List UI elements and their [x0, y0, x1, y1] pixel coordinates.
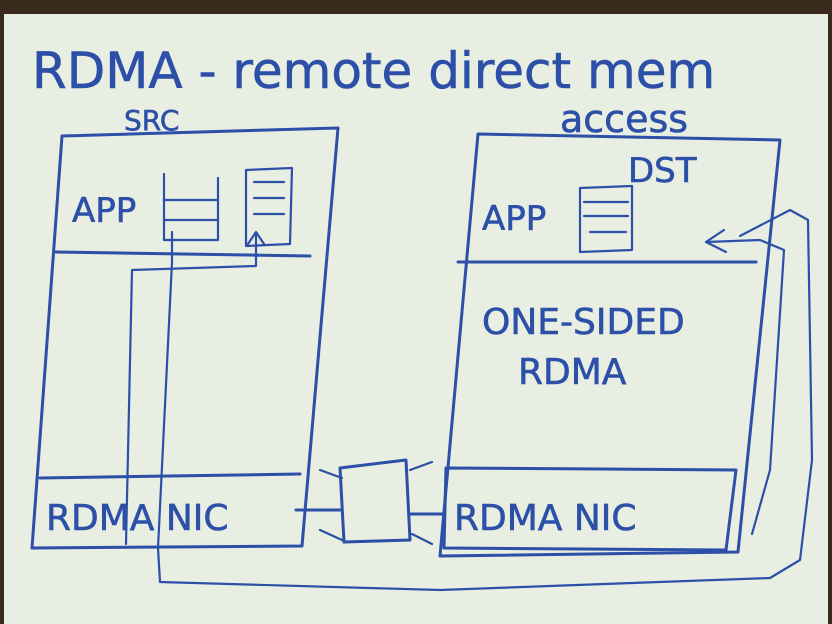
- dst-arrow-head-icon: [704, 228, 728, 254]
- dst-path-line: [704, 238, 786, 536]
- title-line2: access: [560, 97, 688, 141]
- src-page-icon: [244, 166, 294, 248]
- rdma-data-path-line: [156, 208, 814, 592]
- src-nic-label: RDMA NIC: [46, 498, 229, 539]
- data-path: [124, 208, 814, 592]
- src-app-label: APP: [72, 191, 136, 231]
- src-return-path-line: [124, 232, 258, 546]
- board-top-frame: [0, 0, 832, 14]
- src-app-divider: [54, 250, 312, 258]
- board-surface: [4, 12, 828, 624]
- dst-nic-box: [442, 466, 738, 552]
- dst-host-box: [438, 132, 782, 558]
- src-buffer-lines: [162, 198, 220, 222]
- dst-nic-label: RDMA NIC: [454, 498, 637, 539]
- dst-caption-line1: ONE-SIDED: [482, 302, 685, 343]
- src-host-box: [30, 126, 340, 550]
- dst-buffer-box: [578, 184, 634, 254]
- dst-caption-line2: RDMA: [518, 352, 627, 393]
- dst-app-label: APP: [482, 199, 546, 239]
- dst-host: DST APP ONE-SIDED RDMA RDMA NIC: [438, 132, 782, 558]
- switch-box: [338, 458, 412, 544]
- src-buffer-box: [162, 172, 220, 242]
- switch-ports: [318, 460, 434, 546]
- title-line1: RDMA - remote direct mem: [32, 42, 715, 100]
- network-switch: [294, 458, 446, 546]
- dst-label: DST: [628, 151, 697, 191]
- src-nic-divider: [38, 472, 302, 480]
- src-arrow-head-icon: [246, 230, 266, 246]
- src-host: SRC APP RDMA NIC: [30, 104, 340, 550]
- src-page-lines: [252, 180, 286, 216]
- dst-buffer-lines: [582, 200, 630, 234]
